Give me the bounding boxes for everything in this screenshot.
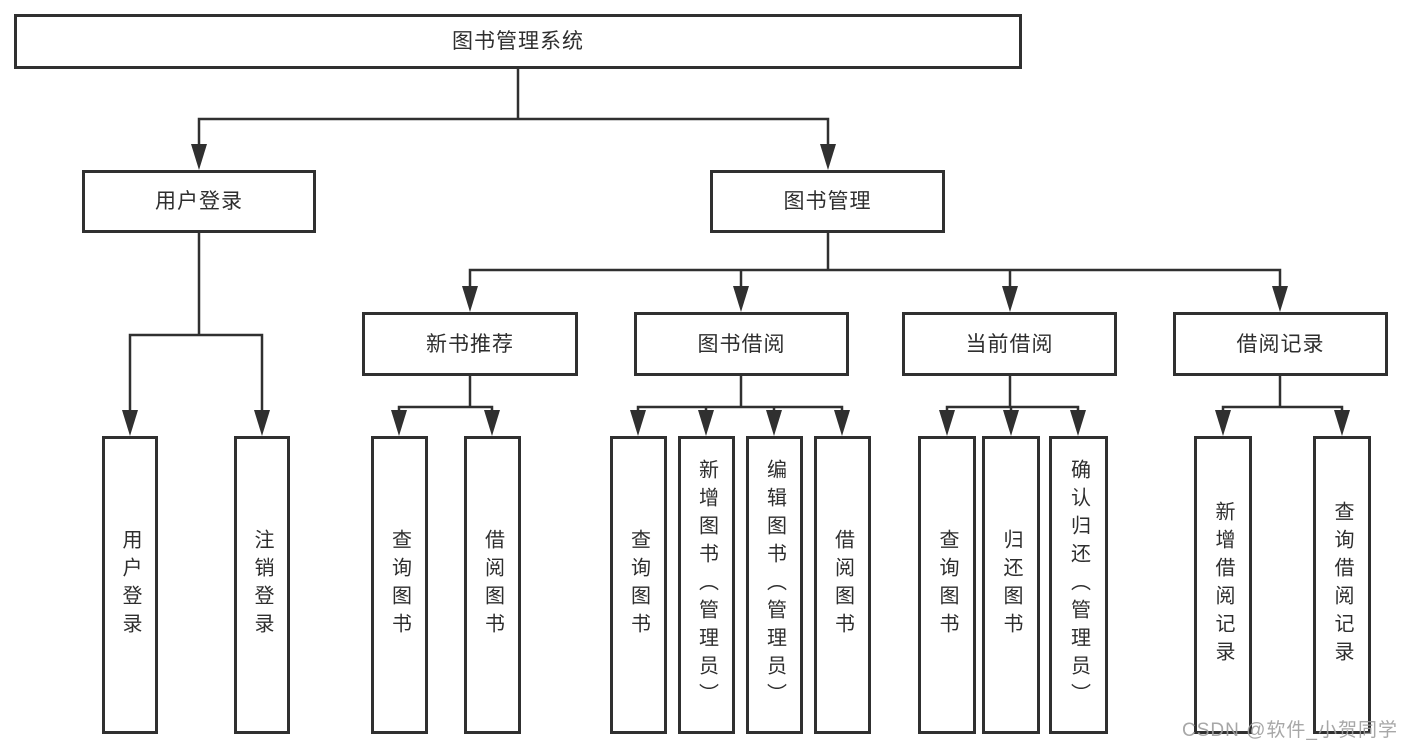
arrow-user-login [191, 144, 207, 170]
leaf-borrow-books-recommend: 借阅图书 [464, 436, 521, 734]
book-borrow-bracket [636, 405, 844, 414]
node-current-borrowing: 当前借阅 [902, 312, 1117, 376]
arrow-book-borrow [733, 286, 749, 312]
watermark: CSDN @软件_小贺同学 [1182, 720, 1398, 741]
node-user-login: 用户登录 [82, 170, 316, 233]
node-library-management-system: 图书管理系统 [14, 14, 1022, 69]
borrow-records-bracket [1221, 405, 1344, 414]
arrow-leaf-query-record [1334, 410, 1350, 436]
leaf-return-books: 归还图书 [982, 436, 1040, 734]
arrow-book-management [820, 144, 836, 170]
arrow-leaf-confirm-return [1070, 410, 1086, 436]
leaf-add-borrow-record: 新增借阅记录 [1194, 436, 1252, 734]
arrow-leaf-return-books [1003, 410, 1019, 436]
level2-bracket [197, 117, 830, 148]
leaf-confirm-return-admin: 确认归还（管理员） [1049, 436, 1108, 734]
arrow-leaf-query-books-3 [939, 410, 955, 436]
arrow-leaf-query-books-1 [391, 410, 407, 436]
arrow-leaf-add-books [698, 410, 714, 436]
arrow-new-book [462, 286, 478, 312]
leaf-borrow-books: 借阅图书 [814, 436, 871, 734]
arrowheads [122, 144, 1350, 436]
arrow-leaf-logout [254, 410, 270, 436]
arrow-leaf-query-books-2 [630, 410, 646, 436]
arrow-current-borrow [1002, 286, 1018, 312]
leaf-query-books-current: 查询图书 [918, 436, 976, 734]
leaf-user-login: 用户登录 [102, 436, 158, 734]
leaf-query-books-recommend: 查询图书 [371, 436, 428, 734]
node-book-management: 图书管理 [710, 170, 945, 233]
arrow-leaf-add-record [1215, 410, 1231, 436]
arrow-leaf-borrow-books-2 [834, 410, 850, 436]
arrow-leaf-edit-books [766, 410, 782, 436]
node-new-book-recommend: 新书推荐 [362, 312, 578, 376]
node-borrowing-records: 借阅记录 [1173, 312, 1388, 376]
leaf-logout: 注销登录 [234, 436, 290, 734]
arrow-leaf-borrow-books-1 [484, 410, 500, 436]
leaf-edit-books-admin: 编辑图书（管理员） [746, 436, 803, 734]
level3-bracket [468, 268, 1282, 290]
arrow-borrow-records [1272, 286, 1288, 312]
new-book-bracket [397, 405, 494, 414]
leaf-query-books-borrowing: 查询图书 [610, 436, 667, 734]
leaf-add-books-admin: 新增图书（管理员） [678, 436, 735, 734]
node-book-borrowing: 图书借阅 [634, 312, 849, 376]
user-login-bracket [128, 333, 264, 414]
leaf-query-borrow-record: 查询借阅记录 [1313, 436, 1371, 734]
arrow-leaf-user-login [122, 410, 138, 436]
